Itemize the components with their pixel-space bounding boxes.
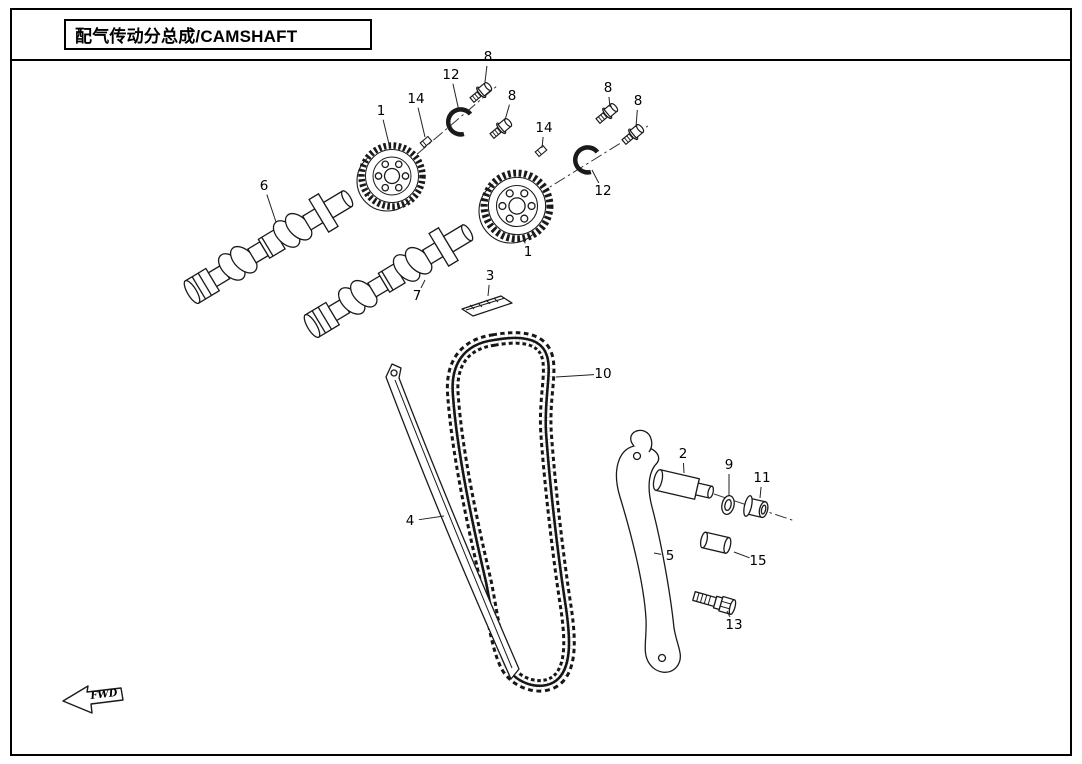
leader-line-2-15 (682, 462, 685, 474)
part-number-12: 12 (442, 67, 459, 83)
leader-line-1-10 (523, 239, 526, 244)
part-number-13: 13 (725, 617, 742, 633)
part-number-2: 2 (679, 446, 688, 462)
leader-line-7-11 (420, 279, 426, 289)
leader-line-12-1 (452, 83, 460, 112)
part-number-14: 14 (407, 91, 424, 107)
part-number-labels: 8 12 14 1 8 8 8 14 12 6 1 7 3 10 4 2 9 11 5 15 13 (260, 49, 771, 633)
part-number-9: 9 (725, 457, 734, 473)
leader-line-8-5 (608, 96, 611, 108)
leader-line-10-13 (555, 374, 595, 378)
sealing-washer (721, 494, 735, 516)
leader-line-6-9 (266, 194, 277, 223)
part-number-5: 5 (666, 548, 675, 564)
title-box: 配气传动分总成/CAMSHAFT (64, 19, 372, 50)
leader-lines (266, 65, 762, 618)
camshaft-sprocket-right (484, 173, 550, 239)
leader-line-4-14 (418, 515, 445, 521)
dowel-pin-2 (534, 144, 548, 158)
guide-bolt (692, 591, 737, 615)
leader-line-14-2 (417, 107, 426, 138)
part-number-10: 10 (594, 366, 611, 382)
flange-bolt-2 (487, 115, 515, 142)
chain-guide-strip (385, 363, 520, 680)
camshaft-sprocket-left (362, 146, 423, 207)
leader-line-13-20 (726, 610, 731, 618)
part-number-1: 1 (377, 103, 386, 119)
leader-line-11-17 (759, 486, 762, 499)
part-number-8: 8 (634, 93, 643, 109)
leader-line-5-18 (653, 552, 662, 555)
part-number-7: 7 (413, 288, 422, 304)
part-number-4: 4 (406, 513, 415, 529)
plug-pin (699, 531, 732, 554)
page-title: 配气传动分总成/CAMSHAFT (75, 27, 298, 46)
assembly-axis-line-2 (713, 493, 796, 522)
leader-line-14-7 (541, 136, 544, 149)
flange-bolt-1 (467, 79, 495, 106)
leader-line-3-12 (487, 284, 490, 297)
part-number-8: 8 (508, 88, 517, 104)
flange-bolt-4 (619, 121, 647, 148)
chain-tensioner-guide (615, 429, 681, 673)
fwd-direction-marker: FWD (62, 685, 124, 714)
title-divider (12, 59, 1070, 61)
dowel-pin-1 (419, 135, 433, 149)
flange-bolt-3 (593, 100, 621, 127)
tensioner-spacer (652, 469, 715, 500)
part-number-3: 3 (486, 268, 495, 284)
tensioner-bolt (743, 495, 769, 519)
leader-line-1-3 (382, 119, 390, 145)
part-number-8: 8 (484, 49, 493, 65)
part-number-14: 14 (535, 120, 552, 136)
part-number-11: 11 (753, 470, 770, 486)
guide-plate (461, 295, 513, 317)
part-number-8: 8 (604, 80, 613, 96)
part-number-15: 15 (749, 553, 766, 569)
leader-line-8-6 (635, 109, 638, 128)
part-number-12: 12 (594, 183, 611, 199)
retainer-clip-1 (445, 106, 471, 136)
fwd-arrow-icon (62, 685, 124, 714)
leader-line-8-4 (504, 104, 510, 121)
part-number-1: 1 (524, 244, 533, 260)
timing-chain (445, 331, 576, 693)
leader-line-8-0 (484, 65, 488, 83)
page-border: 配气传动分总成/CAMSHAFT (10, 8, 1072, 756)
part-number-6: 6 (260, 178, 269, 194)
camshaft-intake (297, 214, 481, 346)
fwd-label: FWD (89, 688, 118, 702)
leader-line-12-8 (591, 169, 600, 184)
leader-line-15-19 (733, 551, 750, 559)
